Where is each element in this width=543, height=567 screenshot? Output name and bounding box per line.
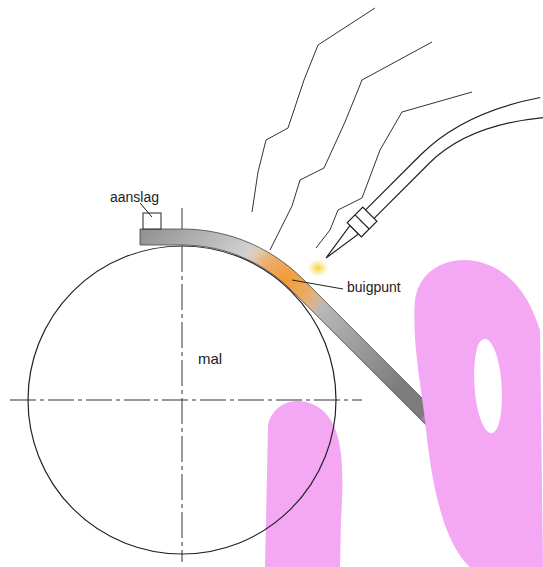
center-line	[10, 400, 362, 401]
part-label: buigpunt	[347, 280, 401, 295]
bar-outline	[140, 229, 437, 425]
stop-block	[143, 213, 161, 229]
bar-body	[140, 229, 437, 425]
part-label: aanslag	[110, 190, 159, 205]
leader-line	[292, 280, 343, 289]
torch	[319, 64, 543, 298]
leader-line	[140, 203, 152, 217]
pink-blob	[414, 260, 543, 567]
mold-circle: mal	[27, 245, 337, 555]
heated-zone	[238, 232, 334, 328]
pink-blob	[265, 401, 342, 567]
part-label: mal	[198, 351, 222, 368]
metal-bar	[140, 229, 437, 425]
circle-outline	[28, 246, 336, 554]
circle-outline	[27, 245, 337, 555]
center-line	[182, 208, 183, 562]
flame	[307, 259, 329, 277]
heat-waves	[252, 8, 472, 250]
